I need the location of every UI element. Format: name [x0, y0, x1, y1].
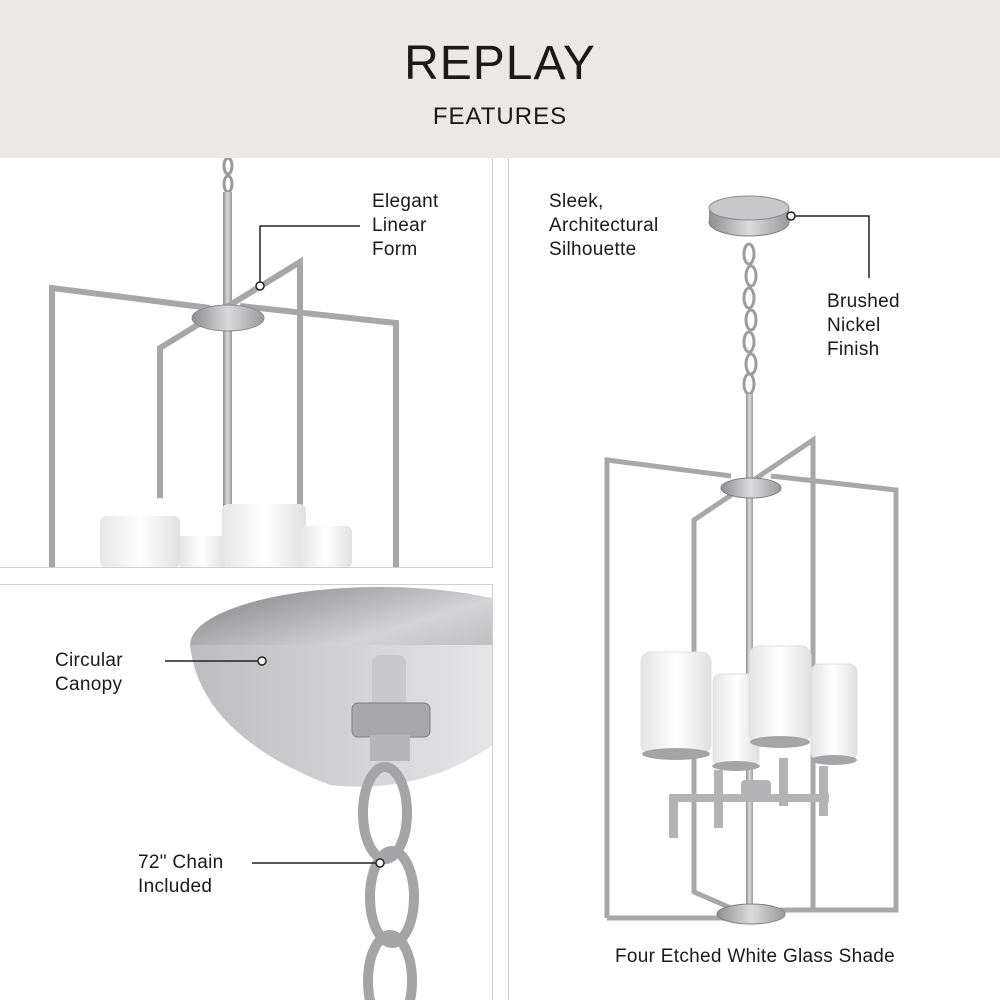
canopy-face: [190, 645, 492, 787]
canopy-callout-dot: [257, 656, 267, 666]
canopy-panel: Circular Canopy 72" Chain Included: [0, 584, 493, 1000]
hub: [191, 304, 265, 332]
linear-form-panel: Elegant Linear Form: [0, 158, 493, 568]
linear-form-illustration: [49, 158, 399, 567]
full-fixture-panel: Sleek, Architectural Silhouette Brushed …: [508, 158, 1000, 1000]
page-title: REPLAY: [404, 37, 596, 90]
canopy-stem: [372, 655, 406, 715]
form-callout-dot: [255, 281, 265, 291]
chain-label: 72" Chain Included: [138, 852, 224, 897]
chain-callout-dot: [375, 858, 385, 868]
canopy-label: Circular Canopy: [55, 650, 123, 695]
upper-hub: [720, 477, 782, 499]
chain: [222, 158, 234, 194]
glass-shades-full: [640, 645, 858, 771]
header-banner: REPLAY FEATURES: [0, 0, 1000, 158]
canopy-loop-holder: [370, 735, 410, 761]
canopy-nut: [351, 702, 431, 738]
form-callout-line: [259, 225, 360, 286]
shade-label: Four Etched White Glass Shade: [614, 946, 896, 967]
full-fixture-illustration: [604, 195, 899, 925]
canopy-illustration: [165, 587, 492, 1000]
socket-cups: [669, 758, 829, 838]
glass-shades: [100, 504, 352, 567]
linear-form-label: Elegant Linear Form: [372, 191, 439, 260]
page-subtitle: FEATURES: [432, 103, 568, 130]
finish-callout-line: [791, 215, 870, 278]
center-rod: [223, 192, 232, 567]
chain-links: [358, 762, 419, 1000]
finish-callout-dot: [786, 211, 796, 221]
silhouette-label: Sleek, Architectural Silhouette: [549, 191, 659, 260]
lower-hub: [716, 903, 786, 925]
finish-label: Brushed Nickel Finish: [827, 291, 900, 360]
top-chain: [742, 242, 758, 396]
